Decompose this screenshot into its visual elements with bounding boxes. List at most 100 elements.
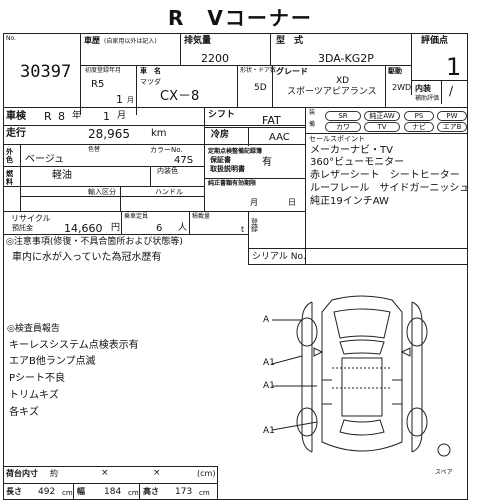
caution-title: ◎注意事項(修復・不具合箇所および状態等) <box>6 237 183 247</box>
inspector-item-2: エアB他ランプ点滅 <box>9 356 96 367</box>
capacity-value: 6 <box>156 223 163 234</box>
load-unit: t <box>241 225 245 234</box>
cert-expiry-label: 純正書類有効期限 <box>208 180 257 187</box>
handle-label: ハンドル <box>155 188 183 196</box>
color-value: ベージュ <box>25 154 65 165</box>
sales-point-3: 赤レザーシート シートヒーター <box>310 170 460 181</box>
sales-point-5: 純正19インチAW <box>310 196 389 207</box>
shift-value: FAT <box>262 114 281 127</box>
shaken-year: 8 <box>58 110 65 123</box>
mileage-unit: km <box>151 128 167 139</box>
cargo-times-1: × <box>101 468 109 478</box>
sales-point-2: 360°ビューモニター <box>310 157 405 168</box>
drive-label: 駆動 <box>388 67 402 75</box>
interior-value: / <box>449 84 454 98</box>
manual-label: 取扱説明書 <box>210 165 245 173</box>
width-value: 184 <box>104 487 122 497</box>
equip-airbag: エアB <box>437 122 467 132</box>
inspector-title: ◎検査員報告 <box>7 324 60 334</box>
recycle-label: リサイクル <box>11 214 51 223</box>
length-label: 長さ <box>6 487 22 496</box>
page-title: R Vコーナー <box>168 6 313 30</box>
maker-label: 車 名 <box>140 67 161 75</box>
color-no-label: カラーNo. <box>150 146 183 154</box>
ac-value: AAC <box>269 132 290 143</box>
model-label: 型 式 <box>276 36 304 46</box>
rear-window <box>339 419 385 436</box>
damage-mark-a1-upper: A1 <box>263 358 275 368</box>
first-reg-label: 初度登録年月 <box>85 67 122 74</box>
month-unit: 月 <box>127 96 134 104</box>
capacity-unit: 人 <box>178 223 188 233</box>
int-color-label: 内装色 <box>157 167 178 175</box>
lot-no-label: No. <box>6 35 16 42</box>
fuel-label: 燃料 <box>6 170 13 186</box>
damage-mark-a1-middle: A1 <box>263 381 275 391</box>
wheel-rear-right <box>406 407 428 437</box>
inspector-item-5: 各キズ <box>9 407 39 418</box>
grade-label: グレード <box>276 67 308 76</box>
color-no: 47S <box>174 155 194 166</box>
wheel-rear-left <box>296 407 318 437</box>
width-unit: cm <box>128 489 139 497</box>
interior-sub: 補助評価 <box>415 95 440 102</box>
reg-label: 登録 <box>251 218 258 233</box>
shaken-era: R <box>44 110 52 123</box>
interior-label: 内装 <box>415 84 431 93</box>
equip-alloy-wheel: 純正AW <box>364 111 400 121</box>
car-name: CX－8 <box>160 89 200 104</box>
inspector-item-4: トリムキズ <box>9 390 59 401</box>
right-side-outline <box>411 301 423 453</box>
mirror-right <box>400 347 411 357</box>
history-note: (自家用以外は記入) <box>104 38 157 45</box>
maker-name: マツダ <box>140 78 161 86</box>
cargo-times-2: × <box>153 468 161 478</box>
fuel-value: 軽油 <box>52 170 72 181</box>
equipment-label: 装 <box>309 109 316 116</box>
recycle-amount: 14,660 <box>64 222 103 235</box>
equipment-label-2: 備 <box>309 121 316 128</box>
load-label: 積載量 <box>192 213 211 220</box>
damage-mark-a1-lower: A1 <box>263 426 275 436</box>
width-label: 幅 <box>77 487 85 496</box>
left-side-outline <box>301 301 313 453</box>
mileage-value: 28,965 <box>88 127 130 141</box>
equip-leather: カワ <box>325 122 361 132</box>
doors-value: 5D <box>254 83 267 93</box>
warranty-value: 有 <box>262 157 272 168</box>
sheet-frame <box>3 33 468 500</box>
spare-label: スペア <box>435 469 453 476</box>
cert-expiry-month: 月 <box>250 198 258 207</box>
first-reg-year: R5 <box>91 79 105 90</box>
shaken-month-unit: 月 <box>117 111 127 121</box>
displacement-value: 2200 <box>201 52 229 65</box>
wheel-front-left <box>296 317 318 347</box>
cargo-unit: (cm) <box>197 469 216 478</box>
import-label: 輸入区分 <box>88 188 116 196</box>
caution-text: 車内に水が入っていた為冠水歴有 <box>12 252 162 263</box>
drive-value: 2WD <box>392 83 412 92</box>
grade-score-label: 評価点 <box>421 36 449 46</box>
length-value: 492 <box>38 487 56 497</box>
equip-ps: PS <box>404 111 434 121</box>
equip-tv: TV <box>364 122 400 132</box>
shift-label: シフト <box>208 110 236 120</box>
damage-mark-a: A <box>263 315 270 325</box>
ac-label: 冷房 <box>211 130 230 140</box>
body-outline <box>321 295 403 452</box>
color-orig-label: 色替 <box>88 146 101 153</box>
shaken-year-unit: 年 <box>72 111 82 121</box>
mirror-left <box>313 347 324 357</box>
capacity-label: 乗車定員 <box>124 213 149 220</box>
length-unit: cm <box>62 489 73 497</box>
mileage-label: 走行 <box>6 128 26 139</box>
cert-expiry-day: 日 <box>288 198 296 207</box>
roof <box>341 357 383 417</box>
serial-label: シリアル No. <box>252 252 306 262</box>
doors-label: 形状・ドア数 <box>240 67 277 74</box>
windshield <box>339 339 385 355</box>
car-damage-diagram <box>272 295 451 457</box>
first-reg-month: 1 <box>116 93 123 106</box>
history-label: 車歴 <box>84 36 100 45</box>
wheel-front-right <box>406 317 428 347</box>
